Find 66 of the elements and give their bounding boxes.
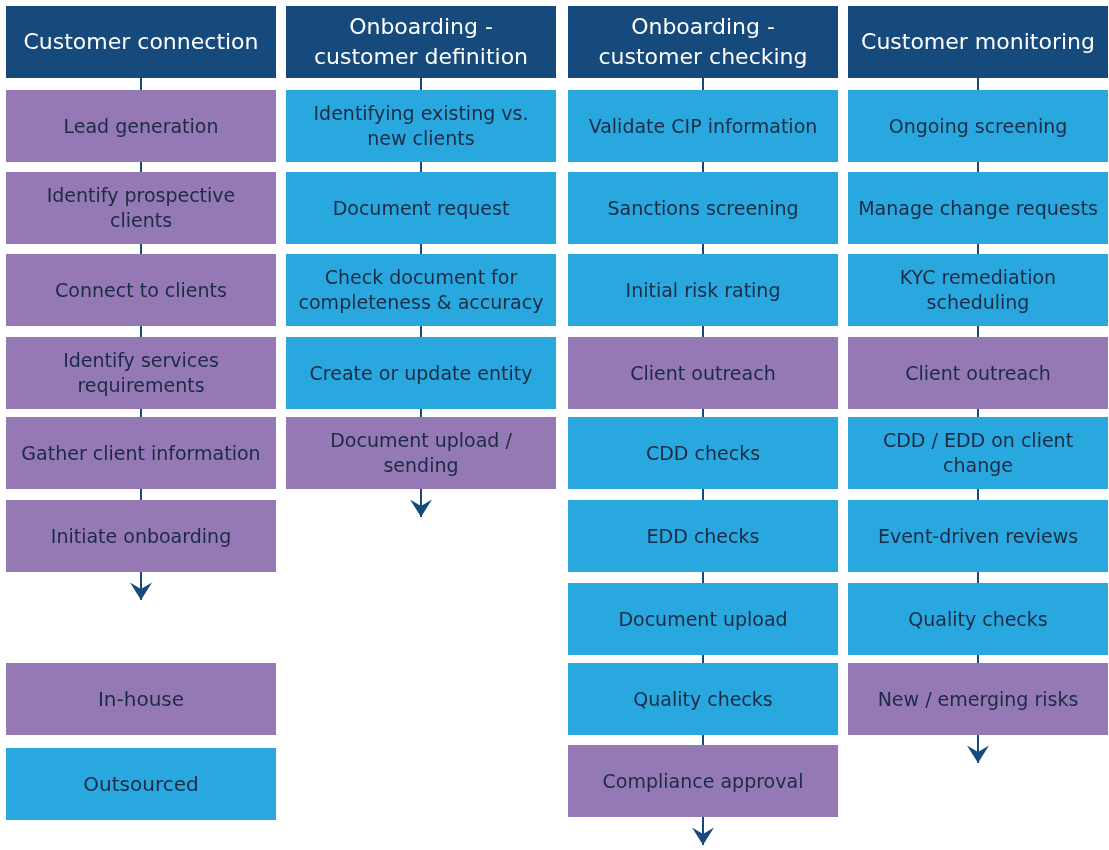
- column-header: Onboarding - customer definition: [286, 6, 556, 78]
- connector-line: [140, 408, 142, 418]
- column-header: Onboarding - customer checking: [568, 6, 838, 78]
- connector-line: [977, 571, 979, 584]
- legend-item: In-house: [6, 663, 276, 735]
- process-box: Initial risk rating: [568, 254, 838, 326]
- connector-line: [140, 77, 142, 91]
- column-header: Customer monitoring: [848, 6, 1108, 78]
- process-box: KYC remediation scheduling: [848, 254, 1108, 326]
- process-box: Manage change requests: [848, 172, 1108, 244]
- process-box: Identify prospective clients: [6, 172, 276, 244]
- process-box: Client outreach: [848, 337, 1108, 409]
- process-box: Connect to clients: [6, 254, 276, 326]
- process-box: Ongoing screening: [848, 90, 1108, 162]
- process-box: Gather client information: [6, 417, 276, 489]
- connector-line: [140, 243, 142, 255]
- process-box: EDD checks: [568, 500, 838, 572]
- connector-line: [702, 243, 704, 255]
- column-header: Customer connection: [6, 6, 276, 78]
- connector-line: [420, 325, 422, 338]
- arrow: [967, 734, 989, 764]
- connector-line: [977, 77, 979, 91]
- connector-line: [702, 325, 704, 338]
- connector-line: [420, 161, 422, 173]
- connector-line: [702, 408, 704, 418]
- arrow: [692, 816, 714, 846]
- connector-line: [702, 571, 704, 584]
- process-box: Document request: [286, 172, 556, 244]
- connector-line: [702, 654, 704, 664]
- arrow: [130, 571, 152, 601]
- connector-line: [420, 243, 422, 255]
- connector-line: [140, 325, 142, 338]
- connector-line: [420, 408, 422, 418]
- connector-line: [702, 161, 704, 173]
- process-box: New / emerging risks: [848, 663, 1108, 735]
- connector-line: [420, 77, 422, 91]
- connector-line: [140, 488, 142, 501]
- process-box: CDD checks: [568, 417, 838, 489]
- process-box: Lead generation: [6, 90, 276, 162]
- process-box: Client outreach: [568, 337, 838, 409]
- connector-line: [702, 734, 704, 746]
- connector-line: [977, 654, 979, 664]
- process-box: Identify services requirements: [6, 337, 276, 409]
- process-box: Sanctions screening: [568, 172, 838, 244]
- process-box: Validate CIP information: [568, 90, 838, 162]
- process-box: Check document for completeness & accuracy: [286, 254, 556, 326]
- process-box: Compliance approval: [568, 745, 838, 817]
- process-box: Quality checks: [568, 663, 838, 735]
- connector-line: [977, 161, 979, 173]
- connector-line: [977, 325, 979, 338]
- process-box: Event-driven reviews: [848, 500, 1108, 572]
- process-box: Identifying existing vs. new clients: [286, 90, 556, 162]
- process-box: Quality checks: [848, 583, 1108, 655]
- connector-line: [702, 488, 704, 501]
- process-box: Create or update entity: [286, 337, 556, 409]
- connector-line: [702, 77, 704, 91]
- process-box: Document upload: [568, 583, 838, 655]
- connector-line: [140, 161, 142, 173]
- connector-line: [977, 488, 979, 501]
- arrow: [410, 488, 432, 518]
- process-box: CDD / EDD on client change: [848, 417, 1108, 489]
- process-box: Initiate onboarding: [6, 500, 276, 572]
- process-box: Document upload / sending: [286, 417, 556, 489]
- legend-item: Outsourced: [6, 748, 276, 820]
- connector-line: [977, 243, 979, 255]
- connector-line: [977, 408, 979, 418]
